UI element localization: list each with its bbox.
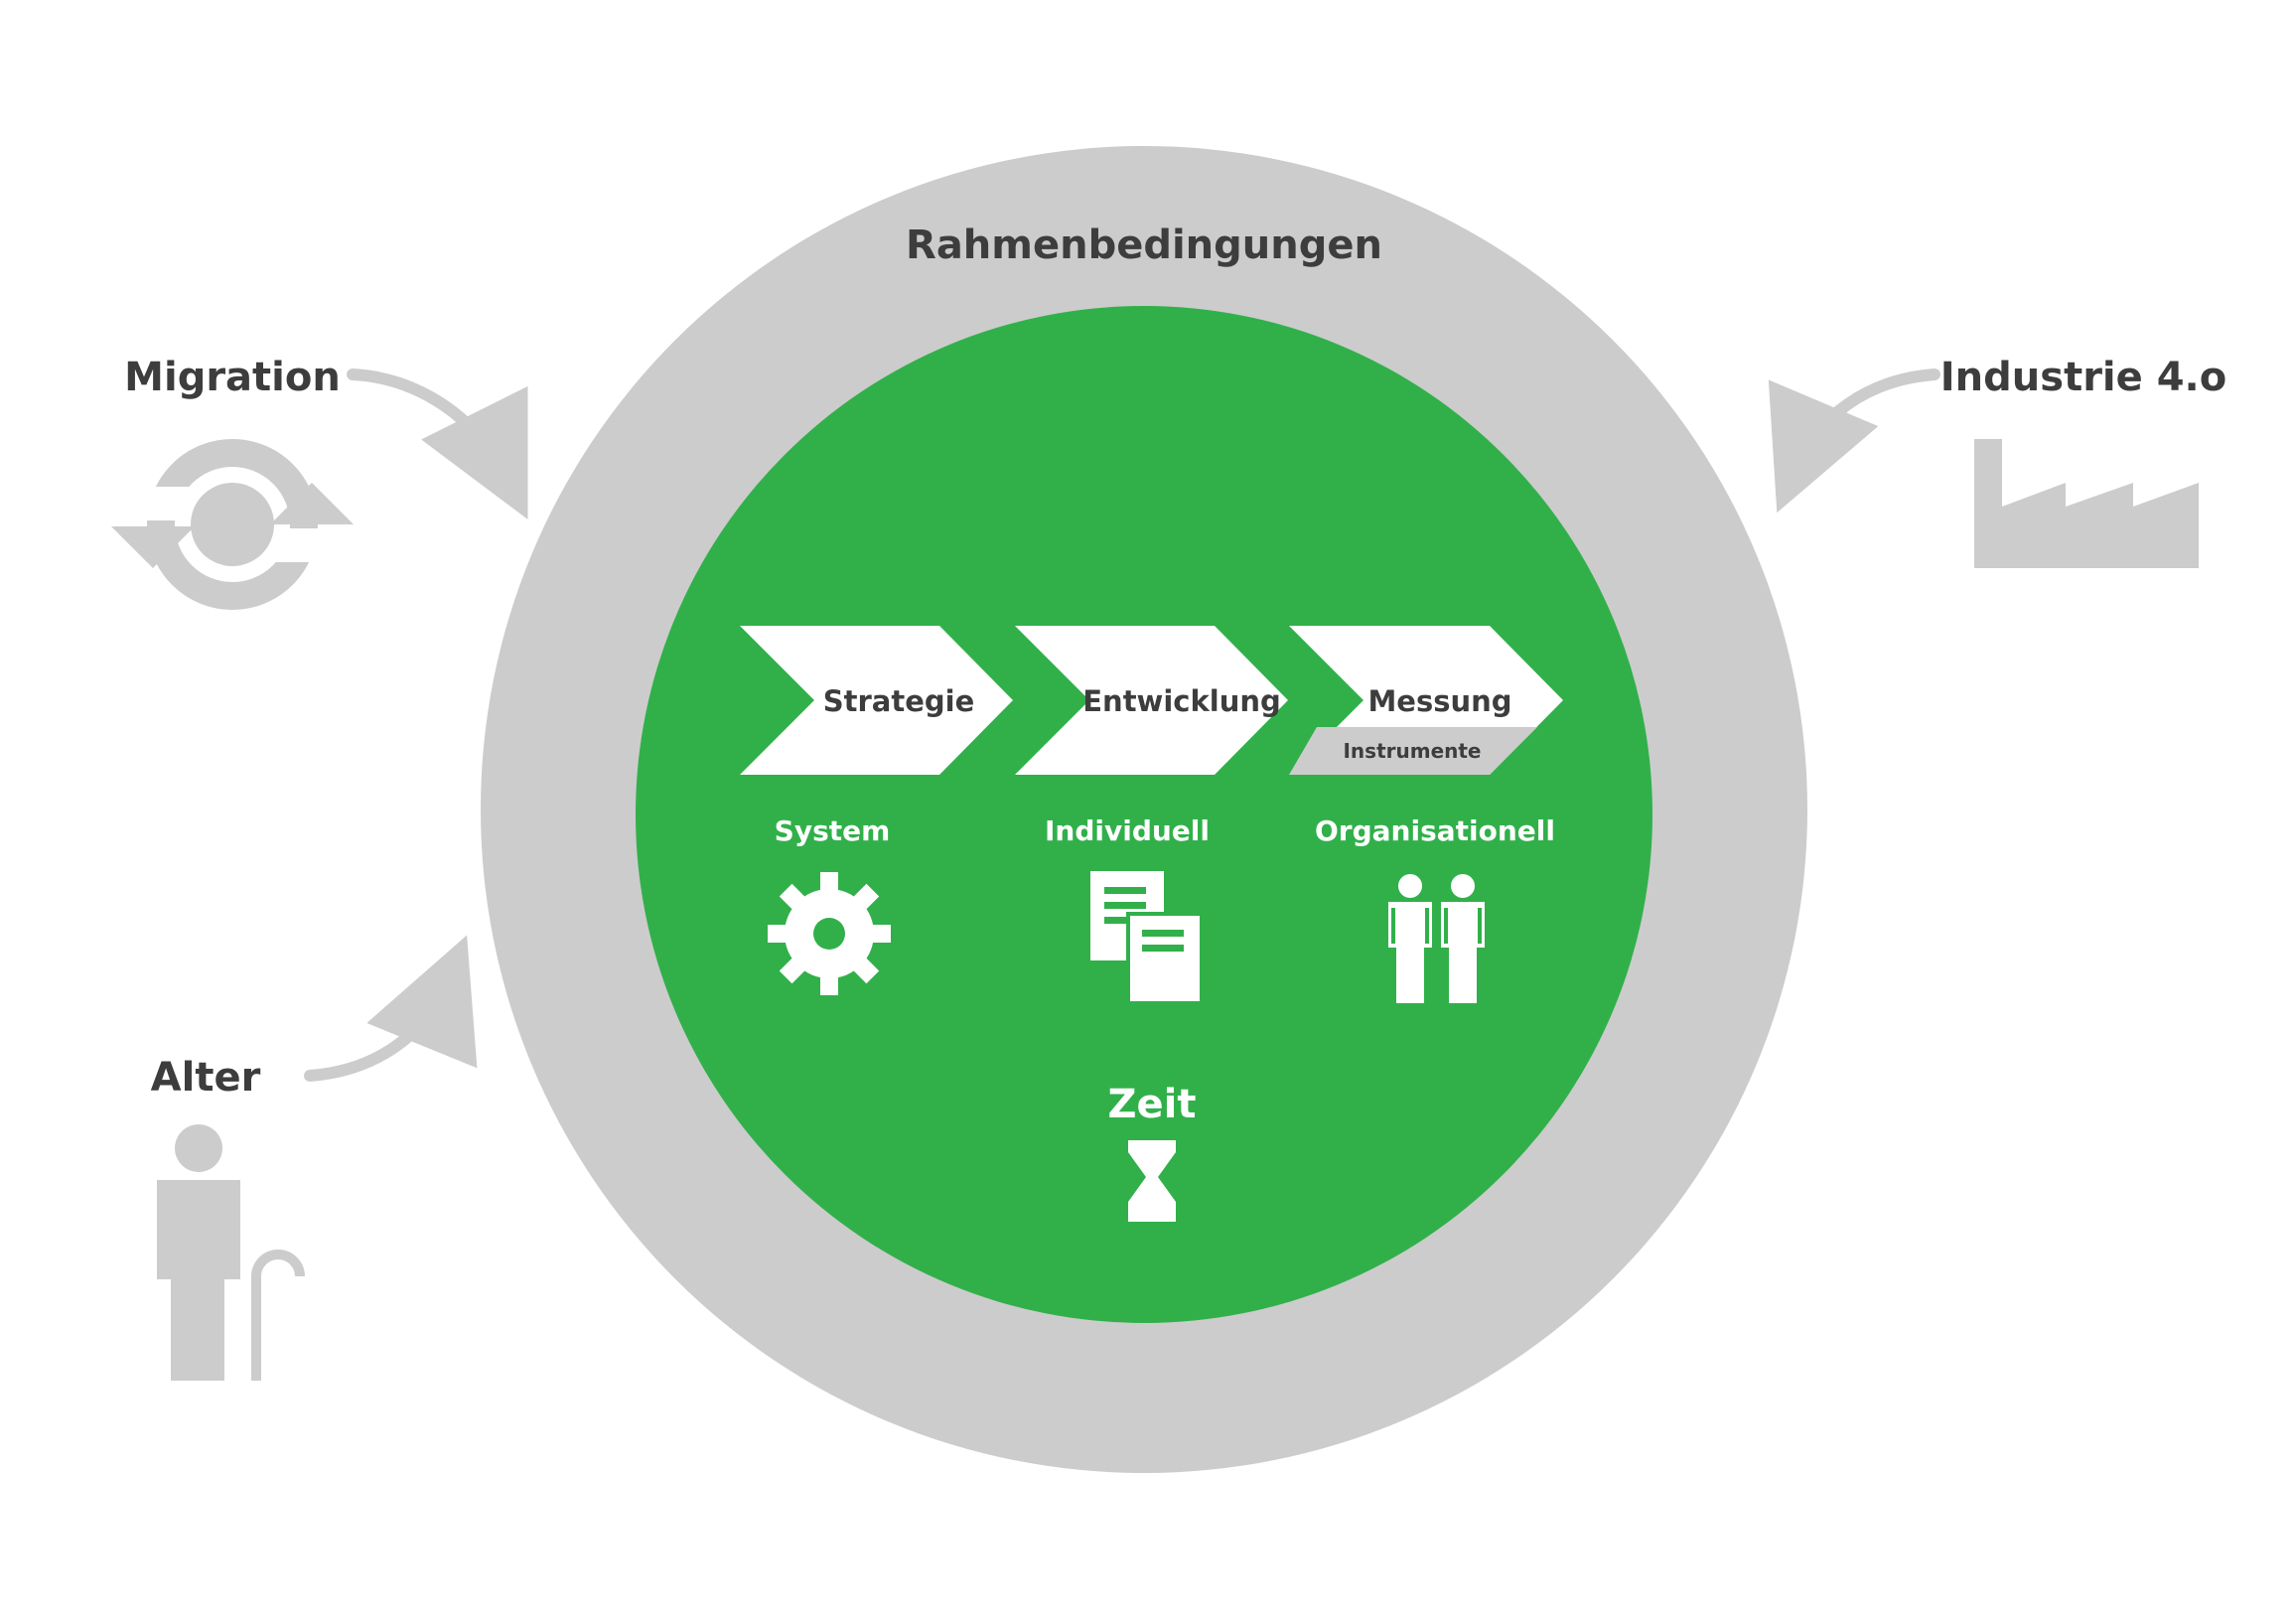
industrie-label: Industrie 4.o <box>1940 355 2226 400</box>
migration-label: Migration <box>124 355 341 400</box>
gear-icon <box>768 872 891 995</box>
refresh-icon <box>111 439 354 610</box>
process-step-entwicklung: Entwicklung <box>1015 626 1288 775</box>
elderly-person-icon <box>157 1124 305 1381</box>
alter-label: Alter <box>151 1055 261 1101</box>
messung-label: Messung <box>1367 684 1511 718</box>
factory-icon <box>1974 439 2199 568</box>
level-individuell-label: Individuell <box>1045 814 1210 847</box>
alter-arrow <box>304 935 478 1082</box>
strategie-label: Strategie <box>823 684 975 718</box>
industrie-arrow <box>1768 369 1940 514</box>
outer-ring-label: Rahmenbedingungen <box>906 222 1382 268</box>
instrumente-label: Instrumente <box>1343 739 1481 763</box>
level-organisationell-label: Organisationell <box>1315 814 1555 847</box>
zeit-label: Zeit <box>1108 1082 1197 1127</box>
process-step-messung: Messung Instrumente <box>1289 626 1563 775</box>
level-system-label: System <box>775 814 891 847</box>
people-icon <box>1388 874 1485 1003</box>
documents-icon <box>1090 871 1200 1001</box>
process-step-strategie: Strategie <box>740 626 1013 775</box>
inner-core <box>636 306 1652 1323</box>
hourglass-icon <box>1128 1140 1176 1222</box>
entwicklung-label: Entwicklung <box>1082 684 1281 718</box>
migration-arrow <box>347 369 528 519</box>
